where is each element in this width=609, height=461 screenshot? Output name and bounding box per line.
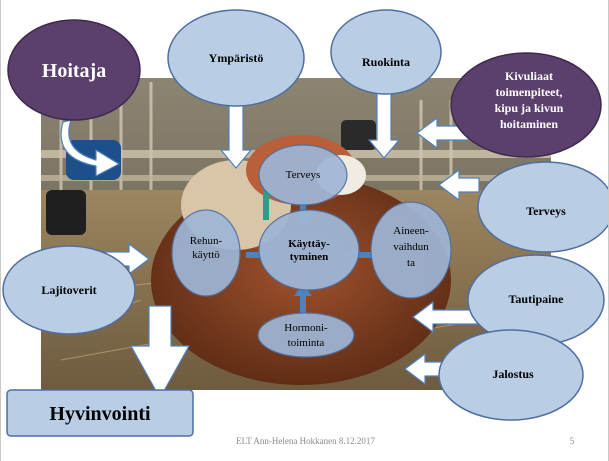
label-behaviour-1: Käyttäy- <box>288 238 330 250</box>
box-welfare: Hyvinvointi <box>6 389 194 437</box>
label-feed-use-1: Rehun- <box>190 235 223 247</box>
bubble-metabolism: Aineen- vaihdun ta <box>370 201 452 299</box>
label-feed-use-2: käyttö <box>192 249 220 261</box>
label-pain-1: Kivuliaat <box>505 69 553 83</box>
label-metabolism-2: vaihdun <box>393 241 429 253</box>
label-peers: Lajitoverit <box>41 283 96 297</box>
label-pain-4: hoitaminen <box>500 117 558 131</box>
bubble-inner-health: Terveys <box>258 144 348 206</box>
label-pain-3: kipu ja kivun <box>495 101 564 115</box>
bubble-feeding: Ruokinta <box>330 9 442 95</box>
label-inner-health: Terveys <box>286 169 321 181</box>
bubble-environment: Ympäristö <box>167 9 305 107</box>
bubble-caregiver: Hoitaja <box>7 19 141 121</box>
arrow-environment <box>220 104 252 169</box>
label-feeding: Ruokinta <box>362 55 410 69</box>
bubble-breeding: Jalostus <box>438 329 584 421</box>
label-hormone-2: toiminta <box>288 337 325 349</box>
label-behaviour-2: tyminen <box>290 251 329 263</box>
bubble-behaviour: Käyttäy- tyminen <box>258 209 360 291</box>
inner-arrow-up <box>294 284 312 316</box>
arrow-caregiver <box>60 119 120 177</box>
label-health-outer: Terveys <box>526 204 566 218</box>
bubble-hormone: Hormoni- toiminta <box>257 312 355 358</box>
label-metabolism-1: Aineen- <box>393 225 429 237</box>
bubble-peers: Lajitoverit <box>2 245 136 335</box>
arrow-health <box>438 169 480 201</box>
label-breeding: Jalostus <box>492 367 534 381</box>
bubble-pain: Kivuliaat toimenpiteet, kipu ja kivun ho… <box>450 52 602 158</box>
bubble-feed-use: Rehun- käyttö <box>171 209 241 297</box>
label-environment: Ympäristö <box>209 51 264 65</box>
arrow-welfare <box>130 305 190 399</box>
bubble-health-outer: Terveys <box>477 161 608 253</box>
label-disease: Tautipaine <box>509 292 565 306</box>
label-hormone-1: Hormoni- <box>284 322 328 334</box>
label-welfare: Hyvinvointi <box>49 403 151 425</box>
slide-number: 5 <box>569 436 575 446</box>
arrow-disease <box>412 301 484 333</box>
footer-text: ELT Ann-Helena Hokkanen 8.12.2017 <box>236 436 375 446</box>
label-metabolism-3: ta <box>407 257 415 269</box>
bubble-disease: Tautipaine <box>467 254 605 346</box>
arrow-feeding <box>368 91 400 159</box>
label-caregiver: Hoitaja <box>42 60 106 82</box>
label-pain-2: toimenpiteet, <box>496 85 563 99</box>
arrow-pain <box>416 117 470 149</box>
